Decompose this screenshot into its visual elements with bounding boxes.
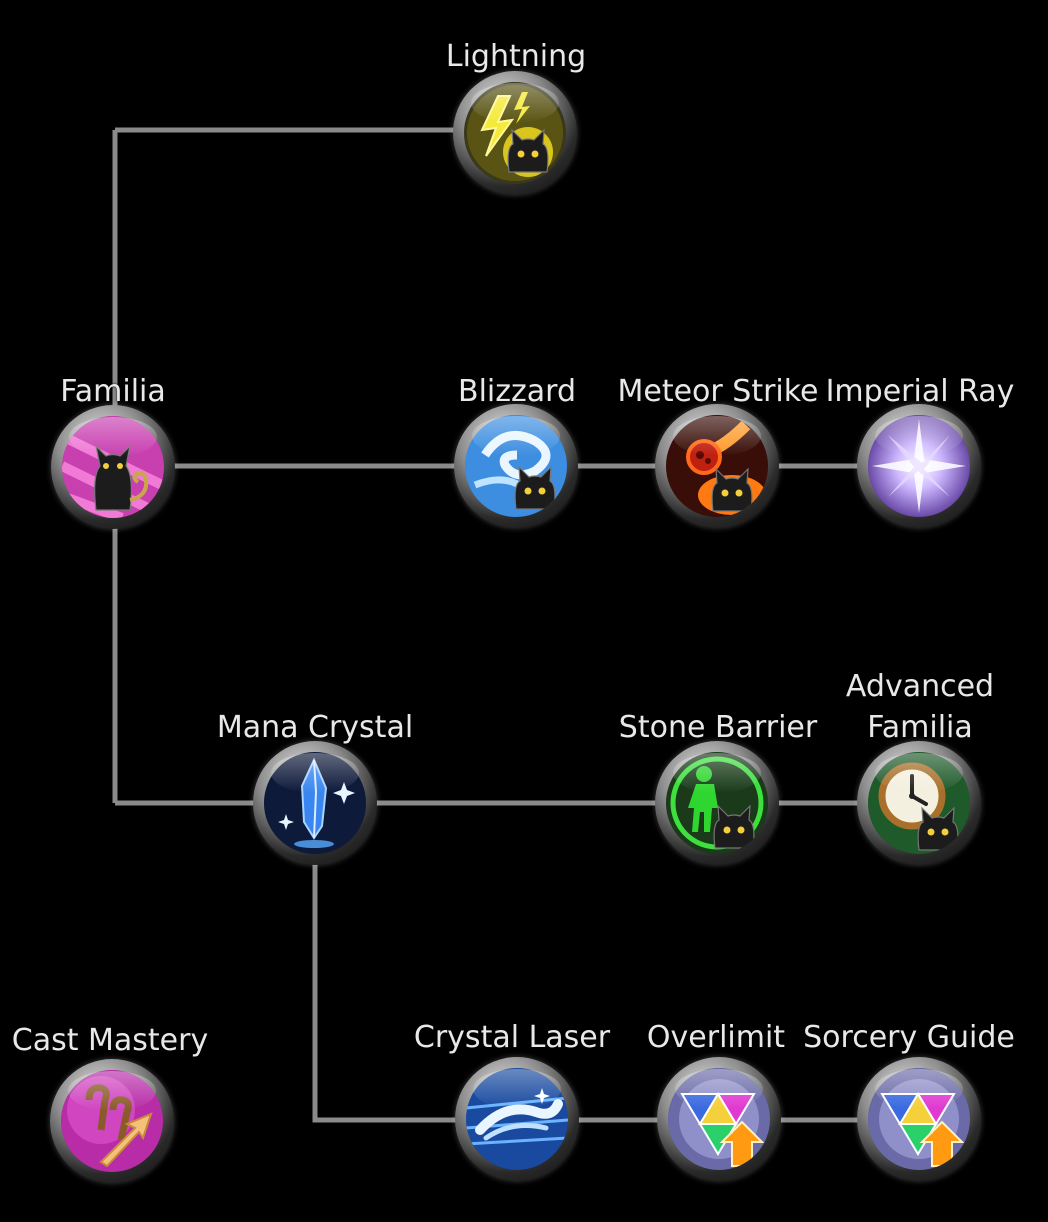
- skill-label-stone-barrier: Stone Barrier: [618, 710, 818, 745]
- skill-label-lightning: Lightning: [445, 39, 587, 74]
- black-cat-icon: [62, 416, 164, 518]
- skill-node-sorcery-guide[interactable]: [857, 1057, 981, 1181]
- skill-label-familia: Familia: [60, 374, 166, 409]
- triangle-up-arrow-icon: [668, 1068, 770, 1170]
- skill-node-mana-crystal[interactable]: [253, 741, 377, 865]
- clock-cat-icon: [868, 752, 970, 854]
- skill-node-familia[interactable]: [51, 405, 175, 529]
- skill-label-sorcery-guide: Sorcery Guide: [803, 1020, 1015, 1055]
- skill-label-meteor-strike: Meteor Strike: [617, 374, 819, 409]
- skill-node-stone-barrier[interactable]: [655, 741, 779, 865]
- stone-barrier-cat-icon: [666, 752, 768, 854]
- skill-label-blizzard: Blizzard: [458, 374, 576, 409]
- skill-node-cast-mastery[interactable]: [50, 1059, 174, 1183]
- skill-node-lightning[interactable]: [453, 71, 577, 195]
- magic-staff-arrow-icon: [61, 1070, 163, 1172]
- triangle-up-arrow-icon: [868, 1068, 970, 1170]
- blizzard-cat-icon: [465, 415, 567, 517]
- skill-node-blizzard[interactable]: [454, 404, 578, 528]
- skill-node-overlimit[interactable]: [657, 1057, 781, 1181]
- blue-crystal-icon: [264, 752, 366, 854]
- skill-label-overlimit: Overlimit: [646, 1020, 786, 1055]
- skill-label-mana-crystal: Mana Crystal: [216, 710, 414, 745]
- crystal-laser-icon: [466, 1068, 568, 1170]
- connector-crystal-laser-row: [312, 803, 918, 1123]
- light-burst-icon: [868, 415, 970, 517]
- skill-node-imperial-ray[interactable]: [857, 404, 981, 528]
- skill-node-advanced-familia[interactable]: [857, 741, 981, 865]
- lightning-cat-icon: [464, 82, 566, 184]
- meteor-cat-icon: [666, 415, 768, 517]
- skill-node-crystal-laser[interactable]: [455, 1057, 579, 1181]
- skill-label-advanced-familia: Advanced Familia: [845, 669, 995, 745]
- skill-label-cast-mastery: Cast Mastery: [11, 1023, 209, 1058]
- skill-label-imperial-ray: Imperial Ray: [825, 374, 1015, 409]
- skill-node-meteor-strike[interactable]: [655, 404, 779, 528]
- skill-label-crystal-laser: Crystal Laser: [413, 1020, 611, 1055]
